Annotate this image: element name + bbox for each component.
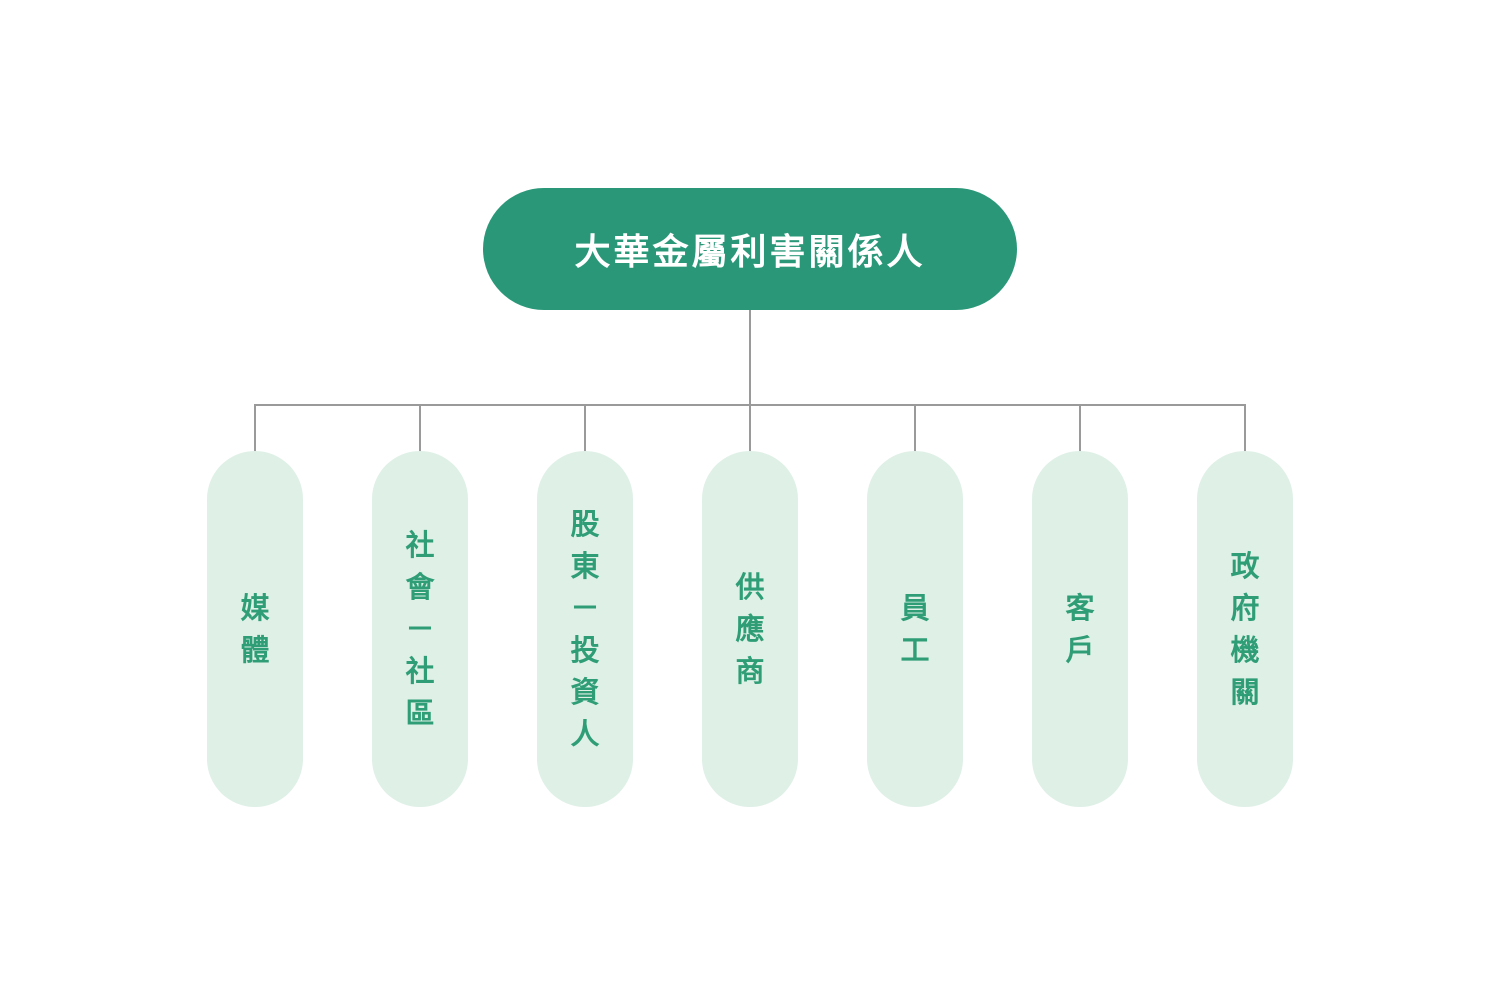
connector-drop-4	[749, 404, 751, 452]
stakeholder-pill-media: 媒體	[207, 451, 303, 807]
stakeholder-pill-label: 員工	[900, 590, 930, 667]
root-node: 大華金屬利害關係人	[483, 188, 1017, 310]
stakeholder-pill-label: 政府機關	[1230, 548, 1260, 709]
connector-drop-1	[254, 404, 256, 452]
connector-drop-2	[419, 404, 421, 452]
stakeholder-pill-suppliers: 供應商	[702, 451, 798, 807]
stakeholder-pill-label: 股東－投資人	[570, 506, 600, 751]
stakeholder-pill-customers: 客戶	[1032, 451, 1128, 807]
connector-drop-5	[914, 404, 916, 452]
stakeholder-pill-label: 社會－社區	[405, 527, 435, 730]
connector-drop-6	[1079, 404, 1081, 452]
stakeholder-pill-society-community: 社會－社區	[372, 451, 468, 807]
connector-stem	[749, 310, 751, 405]
stakeholder-pill-label: 客戶	[1065, 590, 1095, 667]
stakeholder-pill-government: 政府機關	[1197, 451, 1293, 807]
stakeholder-pill-employees: 員工	[867, 451, 963, 807]
stakeholder-pill-label: 媒體	[240, 590, 270, 667]
root-node-label: 大華金屬利害關係人	[574, 232, 926, 273]
connector-drop-3	[584, 404, 586, 452]
connector-drop-7	[1244, 404, 1246, 452]
stakeholder-pill-shareholders-investors: 股東－投資人	[537, 451, 633, 807]
stakeholder-pill-label: 供應商	[735, 569, 765, 688]
